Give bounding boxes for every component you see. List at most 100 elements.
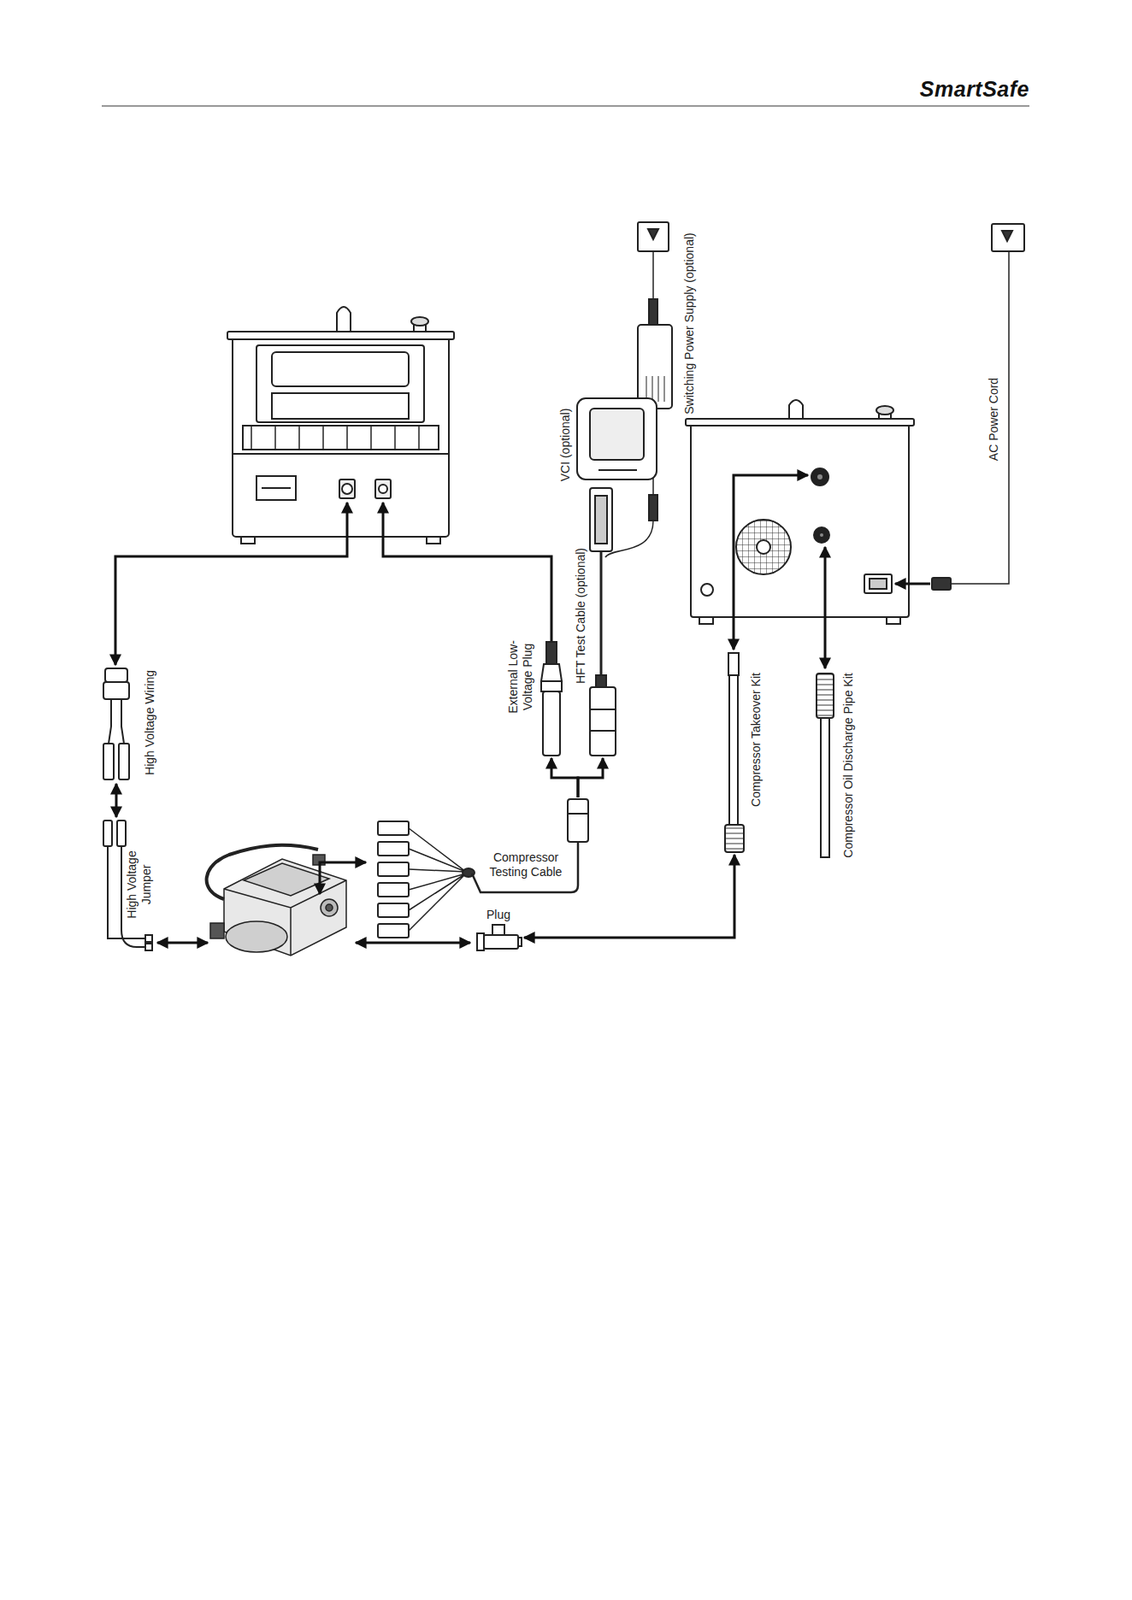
high-voltage-wiring-part — [118, 743, 130, 780]
main-unit-part — [256, 476, 296, 501]
switching-power-supply-part — [637, 222, 669, 252]
brand-logo: SmartSafe — [919, 76, 1030, 102]
oil-pipe-arrow — [825, 547, 826, 669]
part-label: Plug — [486, 907, 511, 923]
high-voltage-wiring-part — [105, 668, 128, 683]
switching-power-supply-part — [652, 251, 655, 300]
main-unit-part — [271, 393, 409, 419]
hft-test-cable-part — [589, 730, 616, 732]
switching-power-supply-part — [664, 376, 666, 402]
part-label: External Low-Voltage Plug — [505, 624, 535, 732]
part-label: High Voltage Jumper — [124, 842, 154, 928]
hft-test-cable — [589, 488, 616, 756]
part-node: Compressor Takeover Kit — [725, 653, 744, 853]
testing-cable-harness-part — [377, 842, 409, 856]
hft-test-cable-part — [595, 675, 607, 688]
hft-test-cable-part — [595, 495, 608, 544]
oil-unit-part — [736, 519, 791, 575]
part-label: High Voltage Wiring — [141, 670, 157, 776]
compressor-illustration-part — [224, 859, 347, 956]
high-voltage-wiring-part — [103, 743, 114, 780]
main-unit-part — [375, 479, 391, 499]
high-voltage-wiring — [103, 668, 130, 780]
part-node: Switching Power Supply (optional) — [637, 324, 673, 409]
low-voltage-plug-part — [541, 664, 562, 682]
ac-power-cord-part — [991, 224, 1025, 252]
takeover-kit-hose — [725, 653, 744, 853]
compressor-illustration-part — [325, 904, 333, 912]
hft-test-cable-part — [589, 488, 613, 552]
compressor-illustration-part — [243, 863, 330, 897]
main-unit-part — [261, 487, 291, 490]
compressor-illustration-part — [320, 899, 338, 917]
testing-cable-harness-part — [471, 842, 578, 893]
plug-fitting — [477, 925, 522, 951]
main-unit-part — [336, 306, 351, 334]
part-node: External Low-Voltage Plug — [541, 642, 562, 756]
compressor-plug-arrow — [355, 943, 471, 944]
low-voltage-plug-part — [542, 691, 561, 756]
compressor-plug-arrow-part — [355, 942, 471, 945]
high-voltage-jumper-part — [145, 943, 153, 951]
hft-test-cable-part — [589, 687, 616, 756]
oil-unit-part — [756, 540, 771, 555]
high-voltage-wiring-part — [108, 699, 124, 744]
high-voltage-jumper-part — [117, 820, 126, 847]
takeover-kit-hose-part — [725, 825, 744, 853]
main-unit-part — [256, 345, 425, 423]
part-label: Compressor Testing Cable — [481, 850, 572, 880]
oil-unit-part — [789, 400, 803, 421]
main-unit-part — [426, 536, 441, 544]
oil-unit-part — [876, 406, 894, 415]
ac-power-cord — [895, 224, 1025, 590]
part-label: Switching Power Supply (optional) — [682, 232, 697, 414]
part-node: High Voltage Wiring — [103, 668, 130, 781]
oil-unit-part — [811, 468, 829, 486]
testing-cable-harness-part — [377, 883, 409, 897]
testing-cable-harness-part — [408, 828, 466, 932]
testing-cable-harness — [377, 799, 589, 938]
part-node: Compressor Testing Cable — [567, 799, 589, 843]
testing-cable-harness-part — [567, 799, 589, 843]
compressor-harness-arrow — [319, 862, 366, 895]
vci-device-part — [577, 398, 657, 480]
plug-fitting-part — [492, 925, 505, 936]
low-voltage-plug-part — [541, 681, 562, 692]
oil-unit-part — [701, 583, 714, 596]
switching-power-supply-part — [658, 376, 660, 402]
main-unit-part — [341, 483, 353, 495]
compressor-illustration-part — [206, 845, 319, 900]
high-voltage-wire — [115, 502, 348, 666]
oil-unit-part — [699, 617, 714, 625]
switching-power-supply-part — [637, 324, 673, 409]
switching-power-supply-part — [648, 229, 659, 240]
oil-pipe-arrow-part — [824, 547, 827, 669]
switching-power-supply-part — [648, 299, 658, 325]
plug-fitting-part — [483, 935, 519, 950]
testing-cable-harness-part — [377, 821, 409, 836]
oil-discharge-pipe-part — [820, 718, 830, 858]
oil-discharge-pipe — [816, 673, 834, 858]
header-rule-part — [101, 105, 1030, 107]
part-label: HFT Test Cable (optional) — [573, 548, 589, 684]
switching-power-supply — [605, 222, 673, 558]
low-voltage-plug-part — [546, 642, 557, 665]
oil-unit-part — [813, 527, 830, 543]
part-node: HFT Test Cable (optional) — [589, 687, 616, 756]
oil-unit-part — [864, 574, 892, 594]
main-unit-part — [227, 331, 454, 340]
takeover-oil-unit-arrow — [733, 475, 808, 650]
high-voltage-jumper-part — [145, 935, 153, 943]
testing-cable-harness-part — [377, 924, 409, 938]
takeover-oil-unit-arrow-part — [733, 475, 808, 650]
jumper-compressor-arrow — [157, 943, 208, 944]
takeover-kit-hose-part — [728, 653, 739, 676]
oil-unit — [685, 400, 914, 625]
testing-cable-harness-part — [377, 862, 409, 877]
part-label: AC Power Cord — [986, 377, 1002, 460]
header-rule — [101, 106, 1030, 107]
vci-device — [577, 398, 657, 480]
high-voltage-jumper-part — [103, 820, 113, 847]
testing-cable-harness-part — [567, 813, 589, 815]
